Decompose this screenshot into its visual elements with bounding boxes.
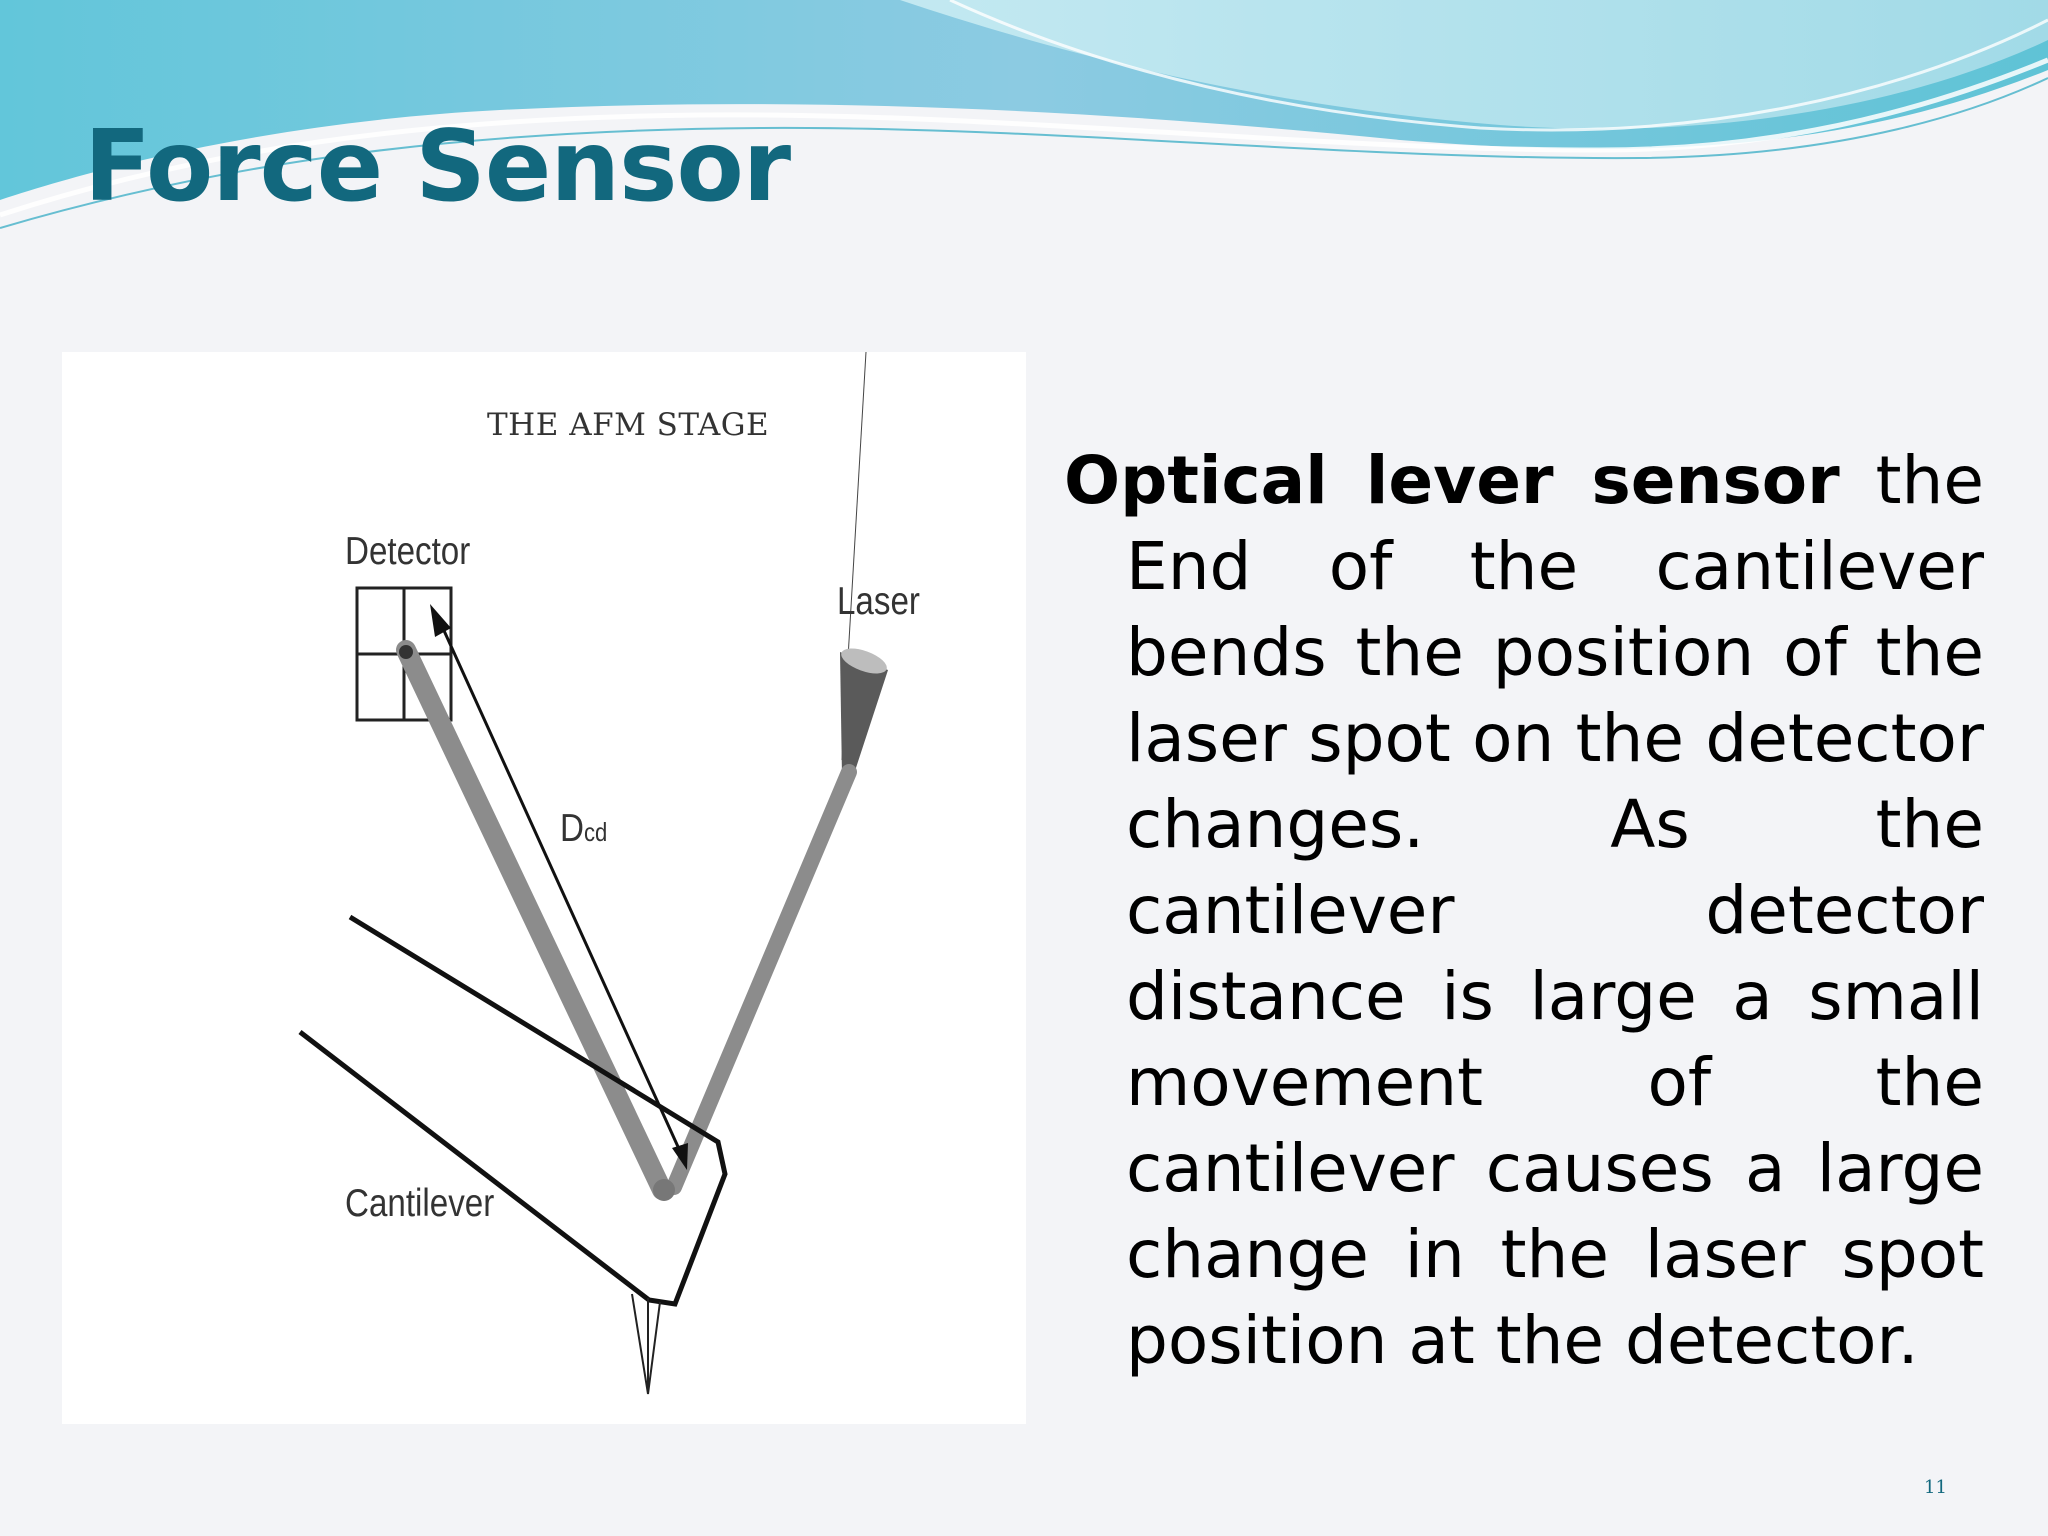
header-wave-decoration	[0, 0, 2048, 229]
diagram-title: THE AFM STAGE	[487, 407, 770, 443]
label-dcd: Dcd	[560, 807, 607, 851]
label-cantilever: Cantilever	[345, 1182, 495, 1225]
label-dcd-main: D	[560, 807, 584, 850]
afm-diagram-drawing	[298, 352, 888, 1395]
incident-laser-beam	[666, 764, 857, 1195]
slide-title: Force Sensor	[84, 110, 791, 224]
cantilever-outline	[298, 914, 728, 1307]
body-text: the End of the cantilever bends the posi…	[1126, 442, 1984, 1379]
cantilever-tip	[631, 1293, 661, 1395]
label-laser: Laser	[837, 580, 920, 623]
body-bold-lead: Optical lever sensor	[1064, 442, 1840, 519]
afm-diagram: THE AFM STAGE Detector Laser Cantilever …	[62, 352, 1026, 1424]
label-dcd-subscript: cd	[583, 817, 608, 847]
reflected-laser-beam	[396, 640, 672, 1200]
body-paragraph: Optical lever sensor the End of the cant…	[1064, 438, 1984, 1384]
laser-emitter	[840, 352, 888, 780]
page-number: 11	[1924, 1477, 1947, 1498]
label-detector: Detector	[345, 530, 471, 573]
distance-arrow	[439, 623, 686, 1161]
